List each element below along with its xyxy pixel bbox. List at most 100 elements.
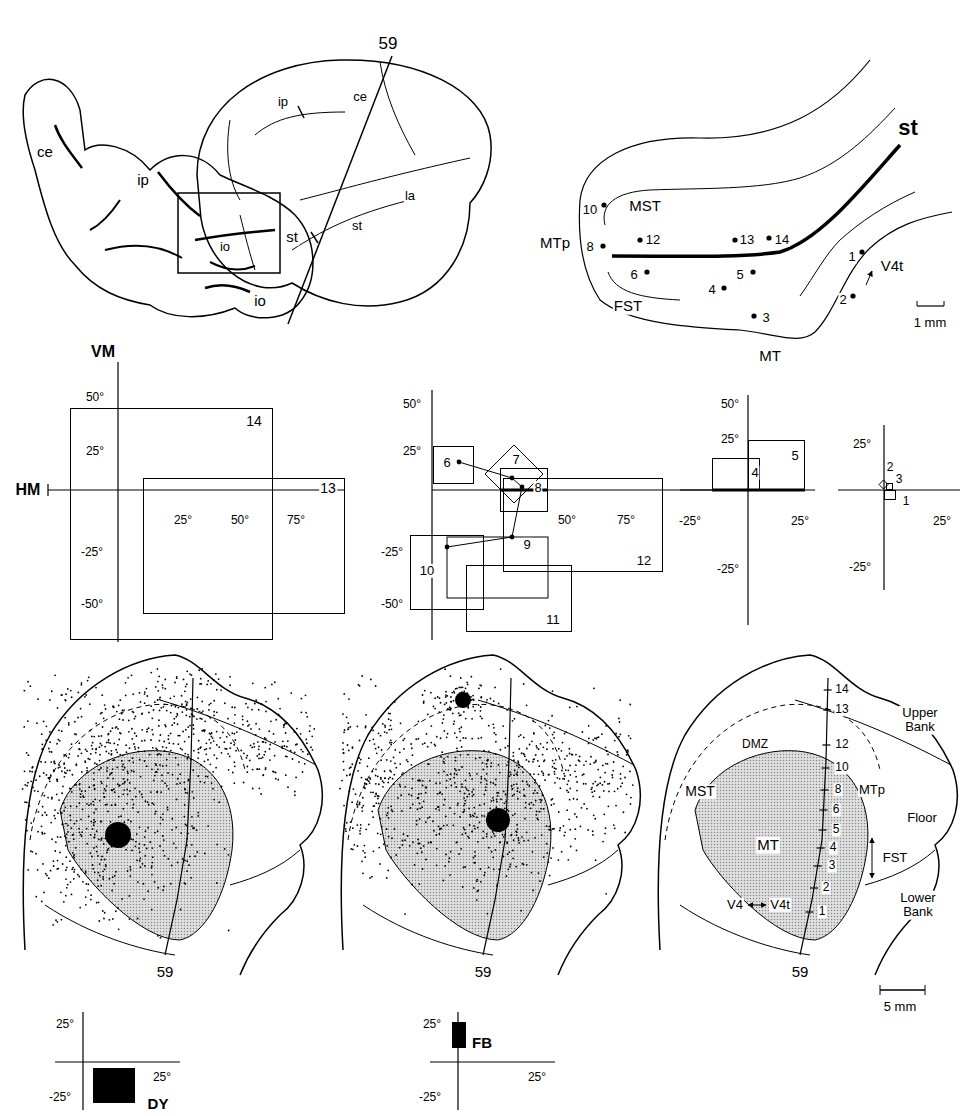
labeled-cell bbox=[492, 831, 494, 833]
labeled-cell bbox=[473, 825, 475, 827]
labeled-cell bbox=[137, 918, 139, 920]
labeled-cell bbox=[196, 708, 198, 710]
labeled-cell bbox=[603, 790, 605, 792]
labeled-cell bbox=[418, 780, 420, 782]
labeled-cell bbox=[27, 869, 29, 871]
labeled-cell bbox=[416, 820, 418, 822]
labeled-cell bbox=[166, 710, 168, 712]
labeled-cell bbox=[205, 775, 207, 777]
axis bbox=[432, 489, 720, 490]
labeled-cell bbox=[380, 778, 382, 780]
labeled-cell bbox=[352, 849, 354, 851]
labeled-cell bbox=[248, 724, 250, 726]
labeled-cell bbox=[141, 713, 143, 715]
labeled-cell bbox=[528, 761, 530, 763]
labeled-cell bbox=[151, 717, 153, 719]
labeled-cell bbox=[184, 860, 186, 862]
labeled-cell bbox=[67, 831, 69, 833]
labeled-cell bbox=[144, 865, 146, 867]
labeled-cell bbox=[438, 826, 440, 828]
labeled-cell bbox=[156, 791, 158, 793]
labeled-cell bbox=[343, 805, 345, 807]
labeled-cell bbox=[607, 753, 609, 755]
labeled-cell bbox=[552, 748, 554, 750]
labeled-cell bbox=[445, 691, 447, 693]
labeled-cell bbox=[492, 797, 494, 799]
labeled-cell bbox=[113, 883, 115, 885]
labeled-cell bbox=[369, 877, 371, 879]
labeled-cell bbox=[305, 712, 307, 714]
labeled-cell bbox=[587, 829, 589, 831]
labeled-cell bbox=[516, 771, 518, 773]
axis bbox=[431, 390, 432, 640]
labeled-cell bbox=[424, 690, 426, 692]
labeled-cell bbox=[70, 805, 72, 807]
labeled-cell bbox=[57, 860, 59, 862]
labeled-cell bbox=[420, 793, 422, 795]
labeled-cell bbox=[404, 839, 406, 841]
labeled-cell bbox=[41, 814, 43, 816]
labeled-cell bbox=[508, 810, 510, 812]
labeled-cell bbox=[163, 839, 165, 841]
labeled-cell bbox=[412, 841, 414, 843]
labeled-cell bbox=[132, 761, 134, 763]
labeled-cell bbox=[119, 732, 121, 734]
labeled-cell bbox=[119, 754, 121, 756]
labeled-cell bbox=[506, 764, 508, 766]
labeled-cell bbox=[445, 854, 447, 856]
labeled-cell bbox=[208, 704, 210, 706]
labeled-cell bbox=[428, 842, 430, 844]
labeled-cell bbox=[96, 851, 98, 853]
labeled-cell bbox=[576, 781, 578, 783]
labeled-cell bbox=[532, 761, 534, 763]
labeled-cell bbox=[173, 695, 175, 697]
labeled-cell bbox=[283, 724, 285, 726]
labeled-cell bbox=[216, 711, 218, 713]
labeled-cell bbox=[104, 796, 106, 798]
labeled-cell bbox=[207, 825, 209, 827]
labeled-cell bbox=[170, 733, 172, 735]
labeled-cell bbox=[515, 866, 517, 868]
labeled-cell bbox=[275, 719, 277, 721]
labeled-cell bbox=[135, 841, 137, 843]
labeled-cell bbox=[536, 745, 538, 747]
labeled-cell bbox=[175, 706, 177, 708]
labeled-cell bbox=[620, 778, 622, 780]
labeled-cell bbox=[94, 762, 96, 764]
labeled-cell bbox=[468, 808, 470, 810]
labeled-cell bbox=[132, 807, 134, 809]
labeled-cell bbox=[71, 894, 73, 896]
labeled-cell bbox=[300, 711, 302, 713]
labeled-cell bbox=[490, 781, 492, 783]
labeled-cell bbox=[447, 756, 449, 758]
labeled-cell bbox=[473, 857, 475, 859]
labeled-cell bbox=[155, 771, 157, 773]
labeled-cell bbox=[154, 832, 156, 834]
labeled-cell bbox=[132, 711, 134, 713]
sulcus bbox=[228, 120, 240, 200]
labeled-cell bbox=[162, 765, 164, 767]
labeled-cell bbox=[576, 850, 578, 852]
labeled-cell bbox=[29, 685, 31, 687]
labeled-cell bbox=[200, 678, 202, 680]
labeled-cell bbox=[240, 749, 242, 751]
labeled-cell bbox=[536, 811, 538, 813]
labeled-cell bbox=[516, 790, 518, 792]
labeled-cell bbox=[568, 780, 570, 782]
labeled-cell bbox=[428, 763, 430, 765]
labeled-cell bbox=[224, 848, 226, 850]
labeled-cell bbox=[159, 697, 161, 699]
labeled-cell bbox=[465, 737, 467, 739]
labeled-cell bbox=[446, 774, 448, 776]
labeled-cell bbox=[265, 742, 267, 744]
labeled-cell bbox=[107, 734, 109, 736]
labeled-cell bbox=[131, 738, 133, 740]
labeled-cell bbox=[416, 852, 418, 854]
labeled-cell bbox=[518, 748, 520, 750]
labeled-cell bbox=[386, 845, 388, 847]
labeled-cell bbox=[95, 749, 97, 751]
labeled-cell bbox=[541, 834, 543, 836]
labeled-cell bbox=[199, 683, 201, 685]
labeled-cell bbox=[467, 707, 469, 709]
labeled-cell bbox=[390, 725, 392, 727]
